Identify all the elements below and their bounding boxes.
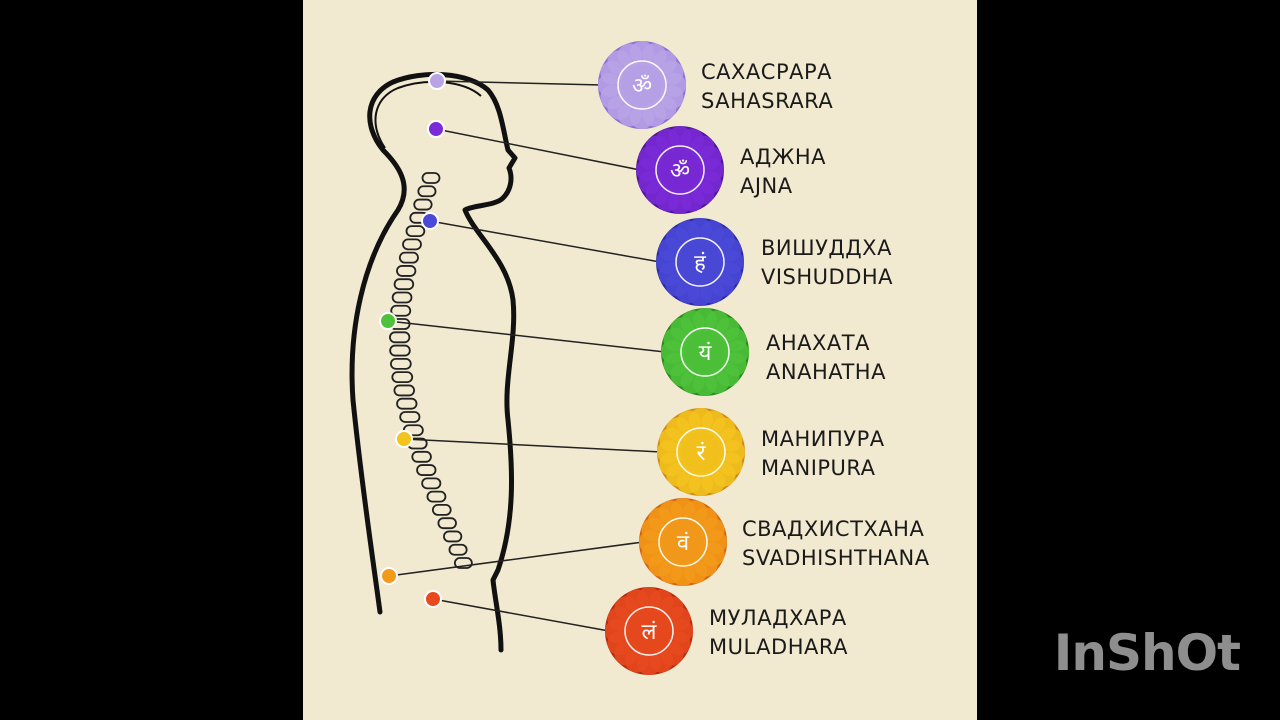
chakra-dot: [421, 212, 439, 230]
vertebra: [398, 251, 419, 264]
chakra-icon: हं: [656, 218, 744, 306]
chakra-label: АДЖНА AJNA: [740, 143, 826, 201]
inshot-watermark: InShOt: [1053, 624, 1241, 682]
vertebra: [417, 185, 437, 198]
chakra-icon: वं: [639, 498, 727, 586]
connector-line: [403, 438, 662, 453]
chakra-dot: [427, 120, 445, 138]
chakra-icon: लं: [605, 587, 693, 675]
chakra-icon: ॐ: [636, 126, 724, 214]
vertebra: [411, 450, 432, 463]
chakra-name-ru: САХАСРАРА: [701, 60, 833, 84]
vertebra: [391, 371, 414, 384]
chakra-name-ru: СВАДХИСТХАНА: [742, 517, 925, 541]
vertebra: [437, 517, 457, 530]
vertebra: [389, 331, 411, 344]
chakra-name-en: SVADHISHTHANA: [742, 546, 930, 570]
chakra-body-diagram: ॐ ॐ हं यं रं वं लं: [349, 41, 749, 675]
chakra-dot: [395, 430, 413, 448]
chakra-name-en: AJNA: [740, 174, 793, 198]
body-silhouette: [349, 72, 518, 653]
diagram-panel: ॐ ॐ हं यं रं वं लं САХАСРАРА SAHASRARA АДЖНА AJNA…: [303, 0, 977, 720]
chakra-name-en: VISHUDDHA: [761, 265, 894, 289]
chakra-name-ru: МУЛАДХАРА: [709, 606, 847, 630]
vertebra: [393, 278, 415, 291]
vertebra: [405, 225, 426, 238]
svg-text:वं: वं: [677, 531, 690, 556]
chakra-icons: ॐ ॐ हं यं रं वं लं: [598, 41, 749, 675]
chakra-label: АНАХАТА ANAHATHA: [766, 329, 886, 387]
chakra-dot: [379, 312, 397, 330]
head-outline-inner: [374, 80, 482, 149]
vertebra: [421, 172, 441, 184]
connector-line: [436, 80, 603, 86]
chakra-dot: [424, 590, 442, 608]
vertebra: [389, 357, 412, 370]
chakra-icon: ॐ: [598, 41, 686, 129]
vertebra: [413, 198, 433, 211]
vertebra: [448, 543, 468, 556]
chakra-label: МУЛАДХАРА MULADHARA: [709, 604, 848, 662]
chakra-icon: रं: [657, 408, 745, 496]
chakra-name-en: SAHASRARA: [701, 89, 834, 113]
connector-line: [387, 320, 666, 353]
vertebra: [453, 557, 473, 569]
vertebra: [391, 291, 413, 304]
svg-text:ॐ: ॐ: [670, 159, 690, 184]
vertebra: [416, 464, 437, 476]
vertebra: [389, 344, 411, 357]
chakra-connectors: [379, 72, 666, 632]
vertebra: [399, 411, 421, 423]
chakra-dot: [428, 72, 446, 90]
chakra-name-en: MANIPURA: [761, 456, 876, 480]
chakra-label: ВИШУДДХА VISHUDDHA: [761, 234, 893, 292]
vertebra: [393, 384, 416, 397]
chakra-label: САХАСРАРА SAHASRARA: [701, 58, 833, 116]
chakra-icon: यं: [661, 308, 749, 396]
svg-text:रं: रं: [697, 441, 707, 466]
spine: [389, 172, 473, 569]
vertebra: [421, 477, 442, 490]
chakra-name-ru: МАНИПУРА: [761, 427, 885, 451]
vertebra: [396, 265, 417, 277]
vertebra: [443, 530, 463, 543]
chakra-name-ru: АНАХАТА: [766, 331, 870, 355]
vertebra: [396, 397, 418, 410]
chakra-label: МАНИПУРА MANIPURA: [761, 425, 885, 483]
chakra-name-ru: АДЖНА: [740, 145, 827, 169]
chakra-name-ru: ВИШУДДХА: [761, 236, 892, 260]
svg-text:यं: यं: [699, 341, 713, 366]
chakra-name-en: MULADHARA: [709, 635, 848, 659]
connector-line: [429, 220, 661, 263]
connector-line: [432, 598, 610, 632]
connector-line: [435, 128, 641, 171]
chakra-name-en: ANAHATHA: [766, 360, 886, 384]
vertebra: [390, 304, 412, 317]
svg-text:ॐ: ॐ: [632, 74, 652, 99]
connector-line: [388, 541, 644, 577]
chakra-label: СВАДХИСТХАНА SVADHISHTHANA: [742, 515, 930, 573]
svg-text:लं: लं: [642, 620, 658, 645]
vertebra: [426, 490, 447, 503]
svg-text:हं: हं: [694, 251, 706, 276]
chakra-dot: [380, 567, 398, 585]
vertebra: [402, 238, 422, 251]
vertebra: [431, 503, 452, 516]
